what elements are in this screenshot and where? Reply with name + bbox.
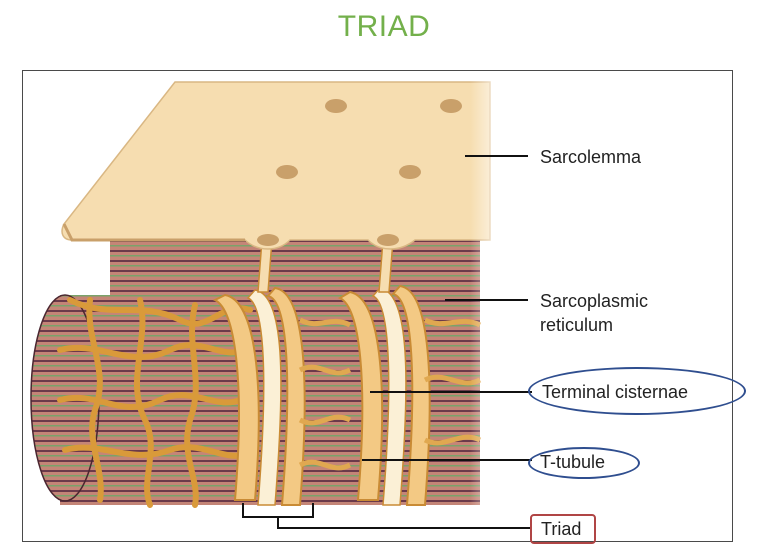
- membrane-pores: [257, 99, 462, 246]
- label-sarcolemma: Sarcolemma: [540, 147, 642, 167]
- label-sarcoplasmic: Sarcoplasmic: [540, 291, 649, 311]
- triad-band-2: [337, 284, 431, 506]
- t-tubule-stems: [257, 239, 394, 293]
- highlight-oval-t-tubule: [528, 447, 640, 479]
- sarcolemma-sheet: [61, 81, 491, 250]
- triad-band-1: [212, 286, 306, 506]
- label-t-tubule: T-tubule: [540, 452, 606, 472]
- right-fade: [470, 75, 510, 535]
- sr-network-left: [57, 297, 253, 508]
- label-reticulum: reticulum: [540, 315, 614, 335]
- myofibril-back: [110, 240, 480, 300]
- leader-lines: [242, 155, 532, 529]
- diagram-title: TRIAD: [337, 10, 431, 43]
- highlight-oval-terminal-cisternae: [528, 367, 746, 415]
- label-triad: Triad: [541, 519, 582, 539]
- label-terminal-cisternae: Terminal cisternae: [542, 382, 689, 402]
- highlight-box-triad: [530, 514, 596, 544]
